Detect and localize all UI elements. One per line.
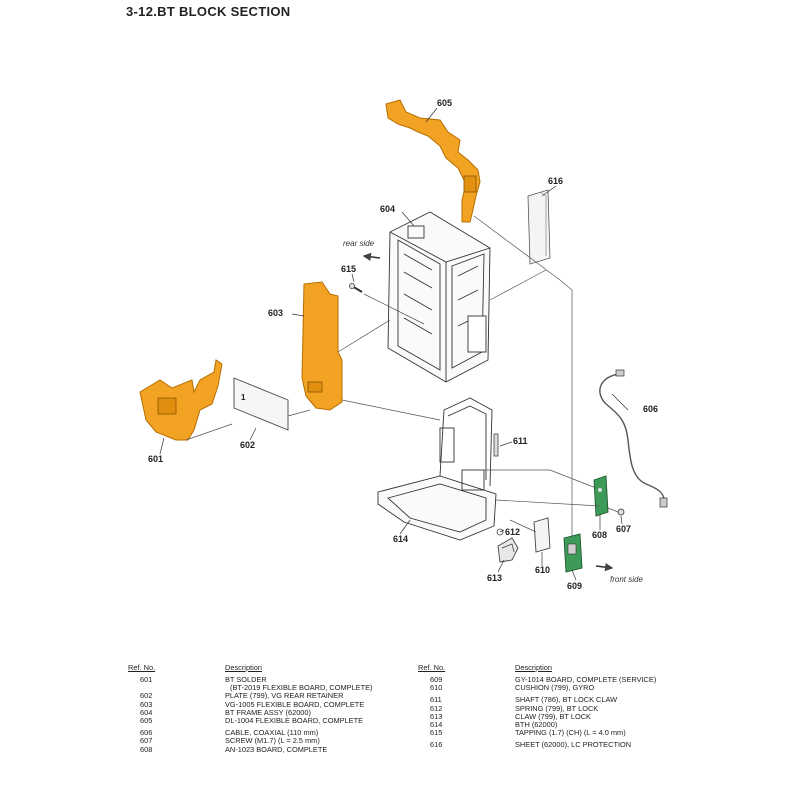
part-615-screw <box>349 283 363 293</box>
callout-605: 605 <box>437 98 452 108</box>
callout-609: 609 <box>567 581 582 591</box>
exploded-view-diagram: 1 <box>139 98 668 591</box>
part-606-coaxial-cable <box>599 369 668 508</box>
part-603-flex-board <box>301 281 343 411</box>
part-610-cushion <box>533 517 551 553</box>
callout-611: 611 <box>513 436 528 446</box>
parts-header: Ref. No. Description <box>418 663 698 676</box>
callout-612: 612 <box>505 527 520 537</box>
description-header: Description <box>225 663 262 672</box>
parts-row: (BT-2019 FLEXIBLE BOARD, COMPLETE) <box>230 683 373 693</box>
part-611-shaft <box>493 433 499 457</box>
part-608-an-board <box>593 475 609 517</box>
part-609-gy-board <box>563 533 583 573</box>
part-616-protection-sheet <box>527 189 551 265</box>
callout-labels: 605 616 604 615 603 601 602 606 611 612 … <box>148 98 658 591</box>
part-605-flex-board <box>385 99 481 223</box>
callout-610: 610 <box>535 565 550 575</box>
svg-text:rear side: rear side <box>343 239 375 248</box>
callout-602: 602 <box>240 440 255 450</box>
svg-text:front side: front side <box>610 575 643 584</box>
callout-616: 616 <box>548 176 563 186</box>
part-604-bt-frame-assy <box>387 211 491 383</box>
part-614-bth <box>377 397 497 541</box>
callout-613: 613 <box>487 573 502 583</box>
callout-601: 601 <box>148 454 163 464</box>
assembly-guide-lines <box>185 215 619 536</box>
callout-leaders <box>159 107 629 581</box>
part-601-bt-solder <box>139 359 223 441</box>
callout-615: 615 <box>341 264 356 274</box>
part-612-spring <box>496 528 504 536</box>
ref-no-header: Ref. No. <box>128 663 156 672</box>
callout-614: 614 <box>393 534 408 544</box>
front-side-arrow: front side <box>595 562 643 584</box>
callout-603: 603 <box>268 308 283 318</box>
svg-text:1: 1 <box>241 393 246 402</box>
rear-side-arrow: rear side <box>343 239 381 262</box>
part-613-claw <box>497 537 519 563</box>
callout-604: 604 <box>380 204 395 214</box>
callout-607: 607 <box>616 524 631 534</box>
callout-608: 608 <box>592 530 607 540</box>
parts-header: Ref. No. Description <box>128 663 398 676</box>
part-602-plate: 1 <box>233 377 289 431</box>
section-title: 3-12.BT BLOCK SECTION <box>126 4 291 19</box>
description-header: Description <box>515 663 552 672</box>
ref-no-header: Ref. No. <box>418 663 446 672</box>
part-607-screw <box>617 508 625 516</box>
callout-606: 606 <box>643 404 658 414</box>
